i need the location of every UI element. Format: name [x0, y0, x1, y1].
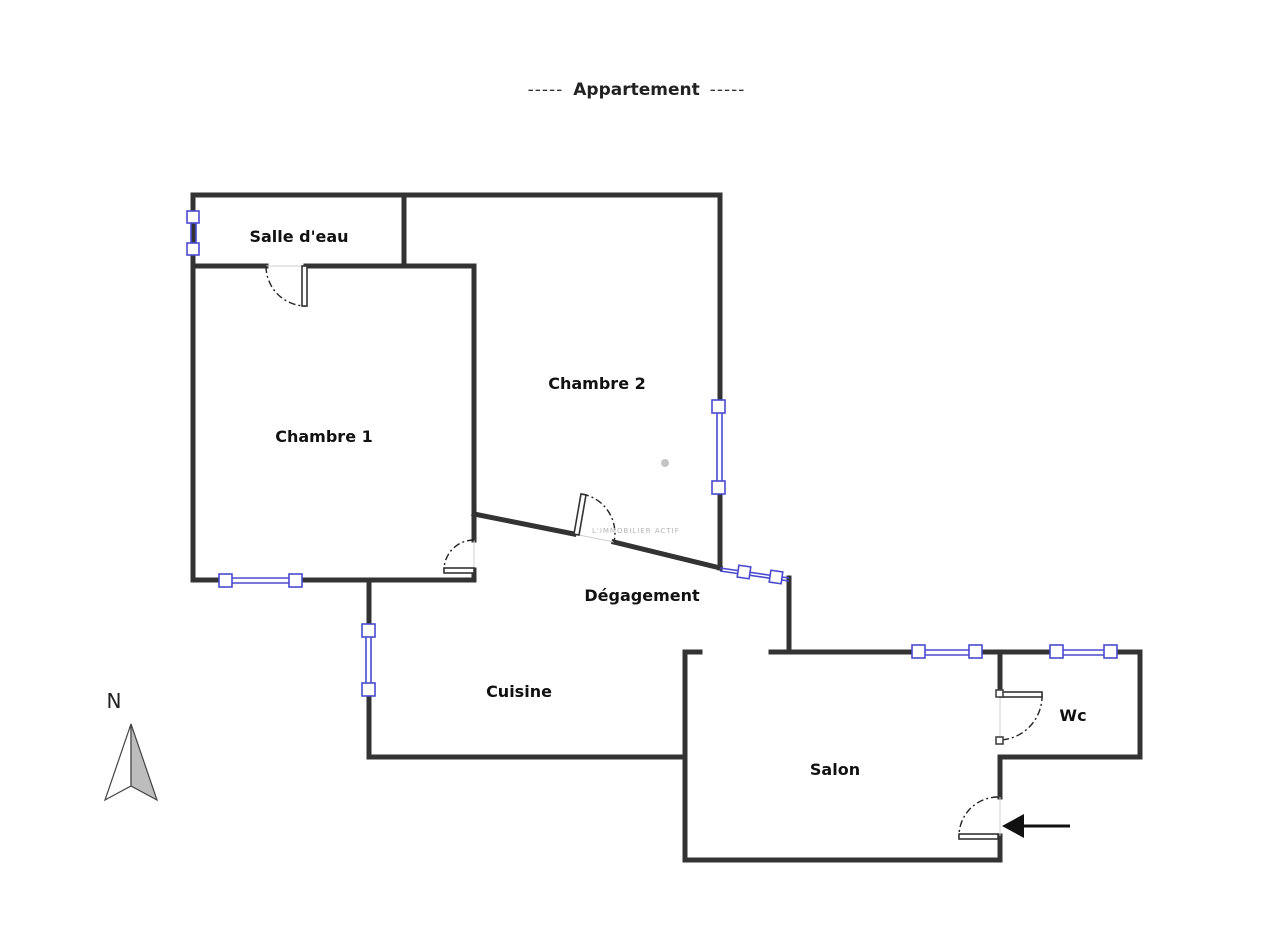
north-compass-icon: N	[103, 689, 159, 802]
wall-chambre2-south-left	[471, 511, 577, 537]
room-label-wc: Wc	[1059, 706, 1086, 725]
wall-chambre2-south-right	[610, 538, 724, 572]
window-cuisine-west	[361, 623, 376, 697]
door-salle-eau	[265, 265, 308, 307]
window-chambre2-east	[711, 399, 726, 495]
doors	[265, 265, 1043, 840]
door-chambre2	[573, 493, 616, 543]
room-label-cuisine: Cuisine	[486, 682, 552, 701]
watermark-text: L'IMMOBILIER ACTIF	[592, 527, 680, 535]
watermark-dot	[661, 459, 669, 467]
compass-label: N	[107, 689, 122, 713]
room-label-degagement: Dégagement	[584, 586, 700, 605]
window-wc-north	[1049, 644, 1118, 659]
room-label-salon: Salon	[810, 760, 860, 779]
window-salon-north	[911, 644, 983, 659]
title-dash-right: -----	[709, 80, 746, 100]
room-label-salle-eau: Salle d'eau	[249, 227, 348, 246]
window-salle-eau-west	[186, 210, 200, 256]
window-degagement-east	[719, 564, 790, 585]
window-chambre1-south	[218, 573, 303, 588]
room-label-chambre-2: Chambre 2	[548, 374, 646, 393]
windows	[186, 210, 1118, 697]
title-dash-left: -----	[527, 80, 564, 100]
title-text: Appartement	[573, 80, 700, 100]
door-chambre1	[443, 539, 475, 574]
door-wc	[995, 689, 1043, 745]
door-salon-entrance	[958, 796, 1001, 840]
room-label-chambre-1: Chambre 1	[275, 427, 373, 446]
entrance-arrow-icon	[1002, 814, 1070, 838]
plan-title: ----- Appartement -----	[0, 80, 1273, 100]
